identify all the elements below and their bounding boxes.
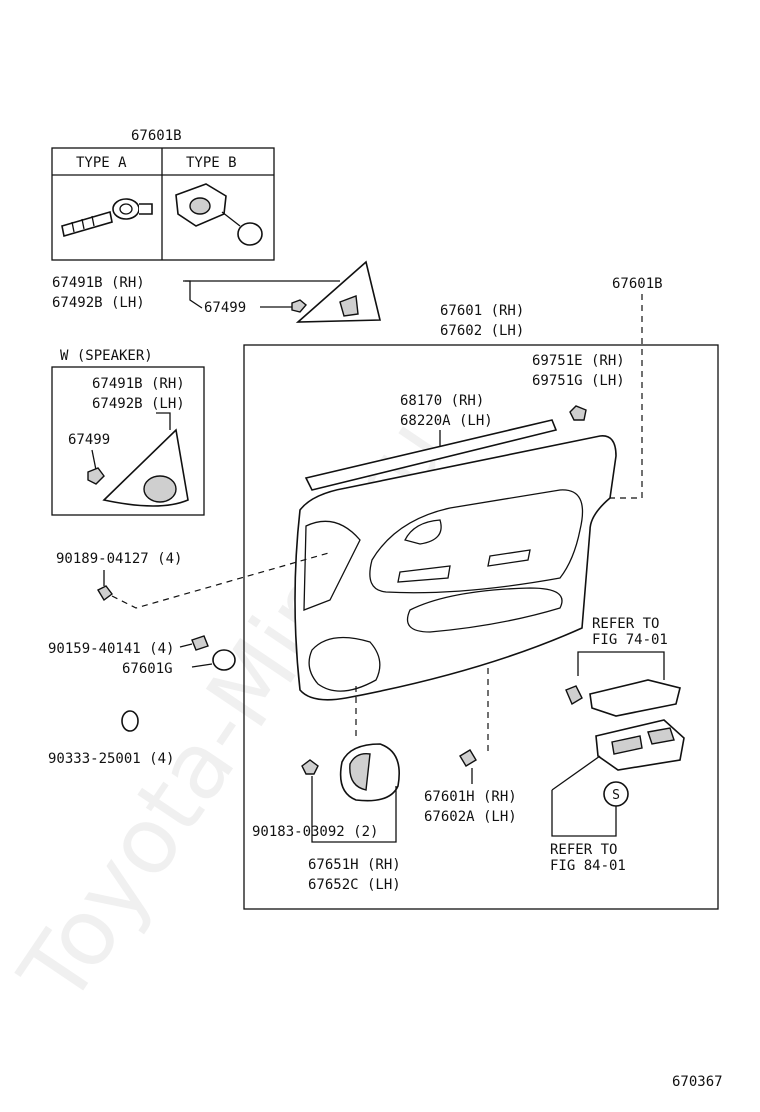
figure-number: 670367 [672,1074,723,1090]
refer1-line2: FIG 74-01 [592,632,668,648]
screw1-icon [97,585,113,602]
screw2-icon [191,635,209,651]
type-a-clip-icon [61,198,153,238]
type-b-clip-icon [175,183,263,246]
speaker-part-rh: 67491B (RH) [92,376,185,392]
speaker-box-title: W (SPEAKER) [60,348,153,364]
speaker-cover-upper: 67491B (RH) 67492B (LH) 67499 [52,260,382,323]
cover-lh-label: 67492B (LH) [52,295,145,311]
screw1-label: 90189-04127 (4) [56,551,182,567]
cover-clip-icon [291,299,307,313]
cover-rh-label: 67491B (RH) [52,275,145,291]
speaker-clip-label: 67499 [68,432,110,448]
s-mark: S [612,788,620,803]
refer2-line1: REFER TO [550,842,617,858]
type-a-header: TYPE A [76,155,127,171]
lock-knob-icon [569,405,587,421]
knob-rh-label: 69751E (RH) [532,353,625,369]
cap-label: 67601G [122,661,173,677]
plug-label: 90333-25001 (4) [48,751,174,767]
clip-table-title: 67601B [131,128,182,144]
plug-icon [121,710,139,732]
speaker-variant-box: W (SPEAKER) 67491B (RH) 67492B (LH) 6749… [51,348,205,516]
grommet-icon [459,749,477,767]
bezel-rh-label: 67651H (RH) [308,857,401,873]
screw3-icon [301,759,319,775]
panel-rh-label: 67601 (RH) [440,303,524,319]
refer2-line2: FIG 84-01 [550,858,626,874]
grommet-lh-label: 67602A (LH) [424,809,517,825]
cover-clip-label: 67499 [204,300,246,316]
bezel-lh-label: 67652C (LH) [308,877,401,893]
speaker-grille-icon [143,475,177,503]
type-b-header: TYPE B [186,155,237,171]
switch-base-icon [589,679,681,717]
grommet-rh-label: 67601H (RH) [424,789,517,805]
weatherstrip-lh-label: 68220A (LH) [400,413,493,429]
tweeter-cover-icon [295,260,382,323]
clip-type-table: 67601B TYPE A TYPE B [51,128,275,261]
panel-lh-label: 67602 (LH) [440,323,524,339]
weatherstrip-rh-label: 68170 (RH) [400,393,484,409]
screw2-label: 90159-40141 (4) [48,641,174,657]
knob-lh-label: 69751G (LH) [532,373,625,389]
screw3-label: 90183-03092 (2) [252,824,378,840]
speaker-part-lh: 67492B (LH) [92,396,185,412]
cap-icon [212,649,236,671]
refer1-line1: REFER TO [592,616,659,632]
door-trim-panel-icon [294,435,617,701]
weatherstrip-icon [304,419,558,491]
speaker-clip-icon [87,467,105,485]
main-assembly-frame [243,344,719,910]
panel-clip-label: 67601B [612,276,663,292]
